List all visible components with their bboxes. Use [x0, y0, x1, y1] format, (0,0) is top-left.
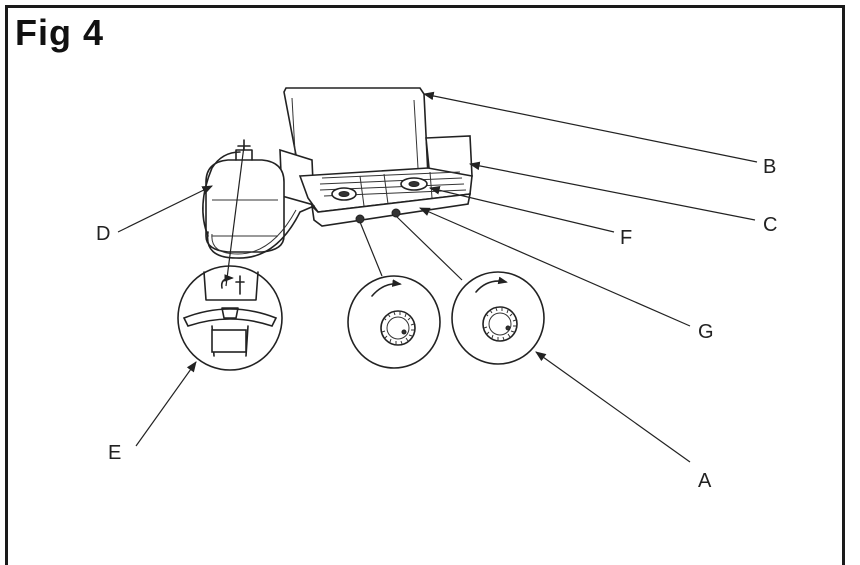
- gas-cylinder: [202, 139, 315, 259]
- label-C: C: [763, 214, 777, 236]
- label-E: E: [108, 442, 121, 464]
- knob-detail-right: [451, 271, 545, 365]
- leader-E: [135, 361, 197, 447]
- label-B: B: [763, 156, 776, 178]
- label-G: G: [698, 321, 714, 343]
- leader-D: [117, 185, 213, 233]
- label-D: D: [96, 223, 110, 245]
- stove-diagram: B C D F G E A: [96, 87, 777, 492]
- leader-F: [428, 186, 615, 233]
- leader-C: [468, 161, 756, 221]
- leader-G: [419, 207, 691, 327]
- valve-detail: [177, 265, 283, 371]
- knob-detail-left: [347, 275, 441, 369]
- leader-B: [422, 91, 758, 163]
- stove-illustration: [279, 87, 473, 227]
- figure-title: Fig 4: [15, 12, 105, 53]
- leader-A: [535, 351, 691, 463]
- label-A: A: [698, 470, 712, 492]
- label-F: F: [620, 227, 632, 249]
